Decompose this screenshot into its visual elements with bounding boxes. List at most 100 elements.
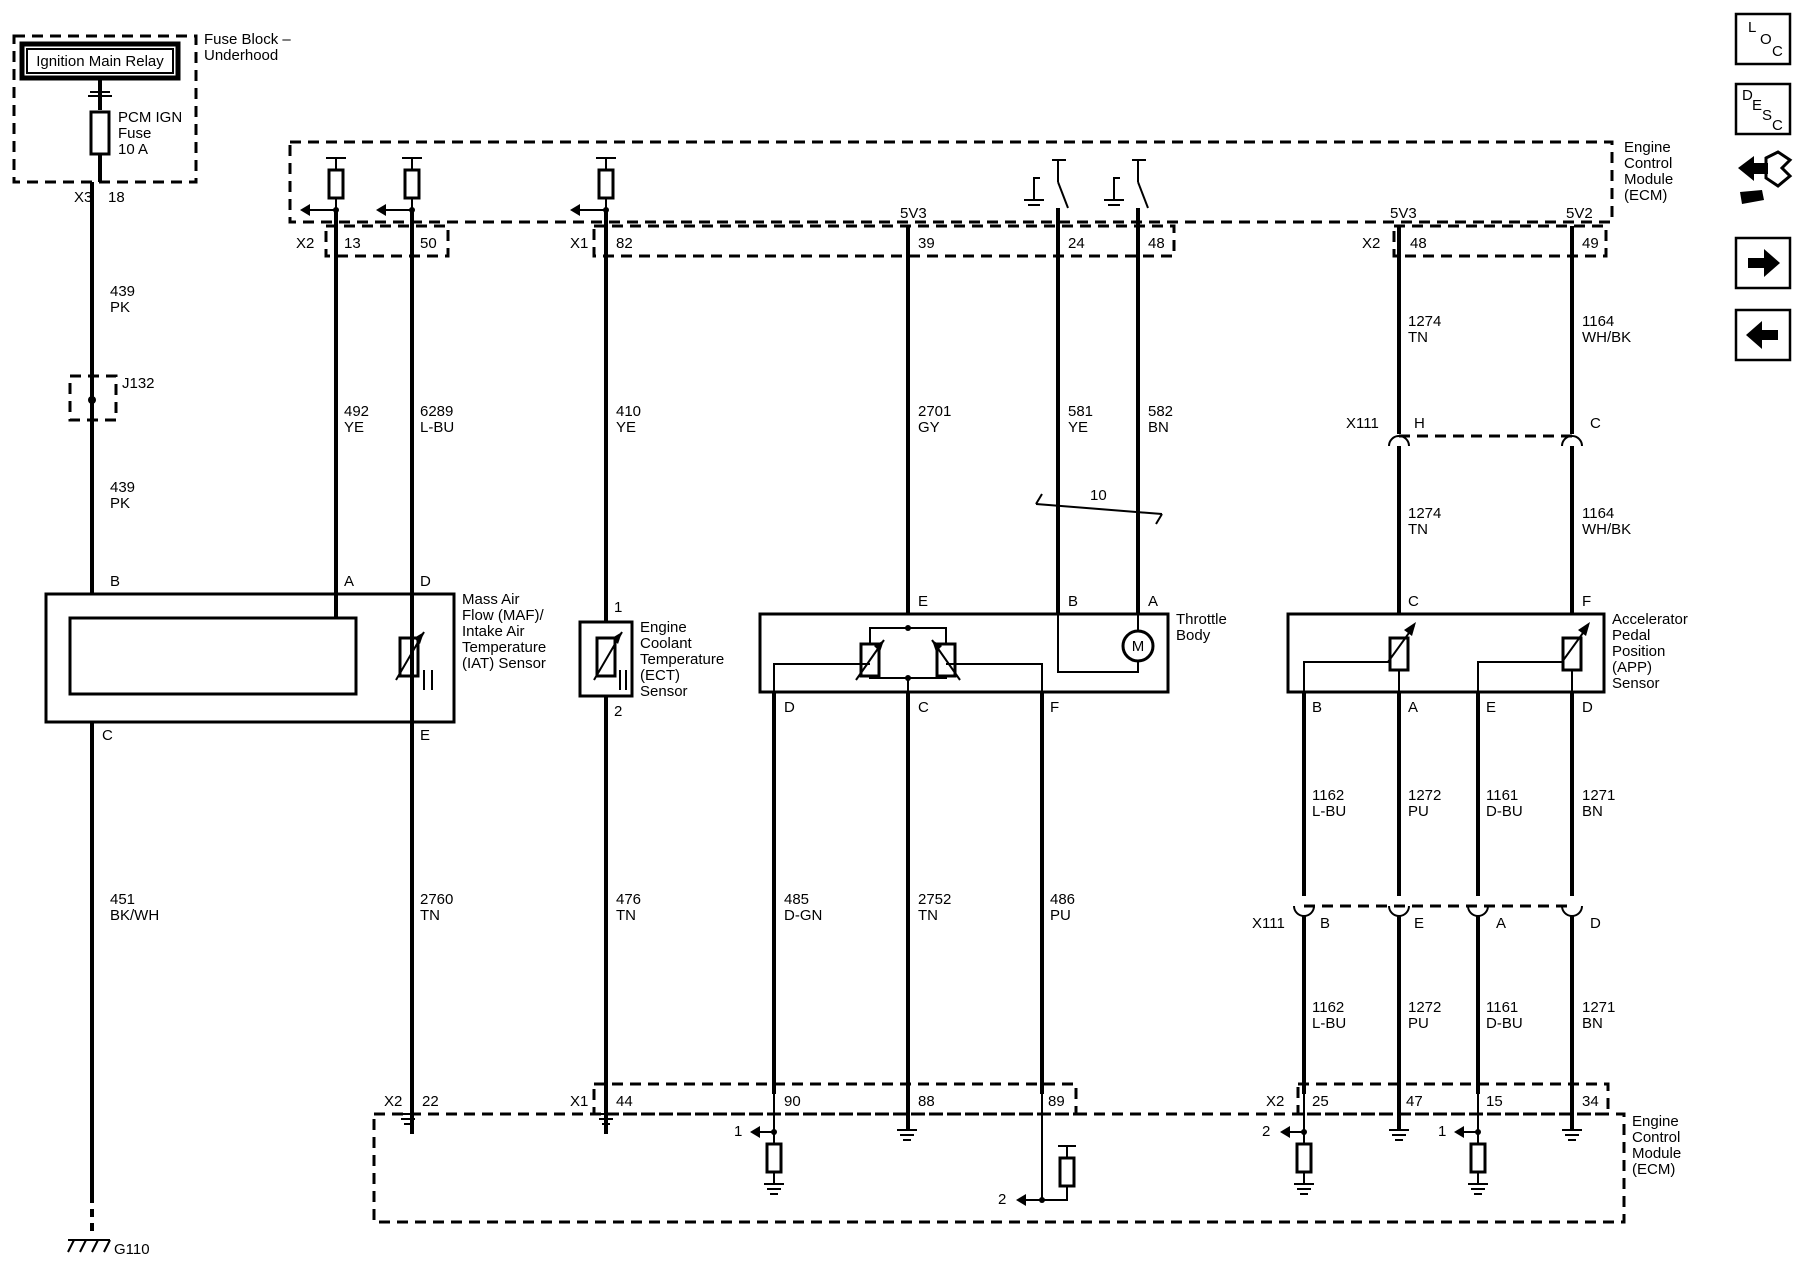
bot-pin-22: 22 bbox=[422, 1093, 439, 1110]
throttle-pin-d: D bbox=[784, 699, 795, 716]
description-button[interactable]: D E S C bbox=[1734, 82, 1792, 136]
x111-pin-b: B bbox=[1320, 915, 1330, 932]
x111-lower-label: X111 bbox=[1252, 915, 1285, 932]
x111-pin-d: D bbox=[1590, 915, 1601, 932]
ecm-bot-label-1: Engine bbox=[1632, 1113, 1679, 1130]
wire-451-num: 451 bbox=[110, 891, 135, 908]
bot-pin-89: 89 bbox=[1048, 1093, 1065, 1110]
wire-1164a-num: 1164 bbox=[1582, 313, 1614, 330]
bot-x2b-label: X2 bbox=[1266, 1093, 1284, 1110]
ref-1a: 1 bbox=[734, 1123, 742, 1140]
ignition-main-relay-label: Ignition Main Relay bbox=[36, 53, 164, 70]
wire-1164b-num: 1164 bbox=[1582, 505, 1614, 522]
x111-pin-a: A bbox=[1496, 915, 1506, 932]
bot-pin-34: 34 bbox=[1582, 1093, 1599, 1110]
wire-1274b-num: 1274 bbox=[1408, 505, 1441, 522]
app-pin-d: D bbox=[1582, 699, 1593, 716]
app-label-3: Position bbox=[1612, 643, 1665, 660]
twisted-pair: 10 bbox=[1035, 487, 1163, 525]
wire-1161b-color: D-BU bbox=[1486, 1015, 1523, 1032]
wire-6289-color: L-BU bbox=[420, 419, 454, 436]
maf-pin-d: D bbox=[420, 573, 431, 590]
wire-486-color: PU bbox=[1050, 907, 1071, 924]
fuse-block: Ignition Main Relay Fuse Block – Underho… bbox=[12, 31, 291, 206]
wire-1271b-num: 1271 bbox=[1582, 999, 1615, 1016]
throttle-label-2: Body bbox=[1176, 627, 1211, 644]
x3-pin-18: 18 bbox=[108, 189, 125, 206]
app-pin-e: E bbox=[1486, 699, 1496, 716]
ecm-bot-label-4: (ECM) bbox=[1632, 1161, 1675, 1178]
app-pin-f: F bbox=[1582, 593, 1591, 610]
supply-5v3-b: 5V3 bbox=[1390, 205, 1417, 222]
throttle-pin-e: E bbox=[918, 593, 928, 610]
wire-1162b-num: 1162 bbox=[1312, 999, 1344, 1016]
app-label-4: (APP) bbox=[1612, 659, 1652, 676]
wire-1271b-color: BN bbox=[1582, 1015, 1603, 1032]
app-pin-c: C bbox=[1408, 593, 1419, 610]
top-x2-label: X2 bbox=[296, 235, 314, 252]
throttle-pin-a: A bbox=[1148, 593, 1158, 610]
top-pin-13: 13 bbox=[344, 235, 361, 252]
wire-2752-num: 2752 bbox=[918, 891, 951, 908]
fuse-label-3: 10 A bbox=[118, 141, 148, 158]
top-pin-49: 49 bbox=[1582, 235, 1599, 252]
maf-pin-b: B bbox=[110, 573, 120, 590]
app-label-2: Pedal bbox=[1612, 627, 1650, 644]
bot-pin-90: 90 bbox=[784, 1093, 801, 1110]
location-button[interactable]: L O C bbox=[1734, 12, 1792, 66]
wire-1274a-num: 1274 bbox=[1408, 313, 1441, 330]
pcm-ign-fuse bbox=[89, 110, 111, 156]
x111-pin-h: H bbox=[1414, 415, 1425, 432]
ecm-top: Engine Control Module (ECM) bbox=[288, 139, 1673, 258]
wire-2752-color: TN bbox=[918, 907, 938, 924]
wire-486-num: 486 bbox=[1050, 891, 1075, 908]
bot-pin-25: 25 bbox=[1312, 1093, 1329, 1110]
throttle-body: M Throttle Body bbox=[758, 611, 1227, 694]
wire-1164b-color: WH/BK bbox=[1582, 521, 1631, 538]
twist-label: 10 bbox=[1090, 487, 1107, 504]
ecm-top-label-2: Control bbox=[1624, 155, 1672, 172]
wire-492-num: 492 bbox=[344, 403, 369, 420]
desc-icon-d: D bbox=[1742, 87, 1753, 104]
previous-arrow-button[interactable] bbox=[1734, 308, 1792, 362]
repair-wrench-icon[interactable] bbox=[1738, 150, 1793, 204]
bot-x2-label: X2 bbox=[384, 1093, 402, 1110]
ecm-top-label-4: (ECM) bbox=[1624, 187, 1667, 204]
wire-451-color: BK/WH bbox=[110, 907, 159, 924]
wire-1272a-num: 1272 bbox=[1408, 787, 1441, 804]
ect-label-3: Temperature bbox=[640, 651, 724, 668]
desc-icon-s: S bbox=[1762, 107, 1772, 124]
ecm-top-label-3: Module bbox=[1624, 171, 1673, 188]
top-x2b-label: X2 bbox=[1362, 235, 1380, 252]
fuse-label-2: Fuse bbox=[118, 125, 151, 142]
desc-icon-c: C bbox=[1772, 117, 1783, 134]
ect-label-4: (ECT) bbox=[640, 667, 680, 684]
splice-label: J132 bbox=[122, 375, 155, 392]
throttle-pin-f: F bbox=[1050, 699, 1059, 716]
maf-label-1: Mass Air bbox=[462, 591, 520, 608]
maf-iat-sensor: Mass Air Flow (MAF)/ Intake Air Temperat… bbox=[44, 591, 546, 724]
top-x1-label: X1 bbox=[570, 235, 588, 252]
wire-1272b-color: PU bbox=[1408, 1015, 1429, 1032]
maf-pin-a: A bbox=[344, 573, 354, 590]
throttle-pin-b: B bbox=[1068, 593, 1078, 610]
ecm-bottom: Engine Control Module (ECM) bbox=[372, 1082, 1681, 1224]
bot-pin-88: 88 bbox=[918, 1093, 935, 1110]
next-arrow-button[interactable] bbox=[1734, 236, 1792, 290]
ecm-top-pullups bbox=[300, 157, 1149, 216]
wire-1162b-color: L-BU bbox=[1312, 1015, 1346, 1032]
wire-1161a-color: D-BU bbox=[1486, 803, 1523, 820]
maf-label-3: Intake Air bbox=[462, 623, 525, 640]
fuse-block-title-1: Fuse Block – bbox=[204, 31, 291, 48]
wire-1161b-num: 1161 bbox=[1486, 999, 1518, 1016]
throttle-pin-c: C bbox=[918, 699, 929, 716]
ect-label-1: Engine bbox=[640, 619, 687, 636]
ground-g110: G110 bbox=[67, 1195, 150, 1258]
loc-icon-c: C bbox=[1772, 43, 1783, 60]
supply-5v2: 5V2 bbox=[1566, 205, 1593, 222]
ect-label-2: Coolant bbox=[640, 635, 693, 652]
bot-pin-47: 47 bbox=[1406, 1093, 1423, 1110]
ref-2a: 2 bbox=[998, 1191, 1006, 1208]
x111-upper-label: X111 bbox=[1346, 415, 1379, 432]
fuse-label-1: PCM IGN bbox=[118, 109, 182, 126]
